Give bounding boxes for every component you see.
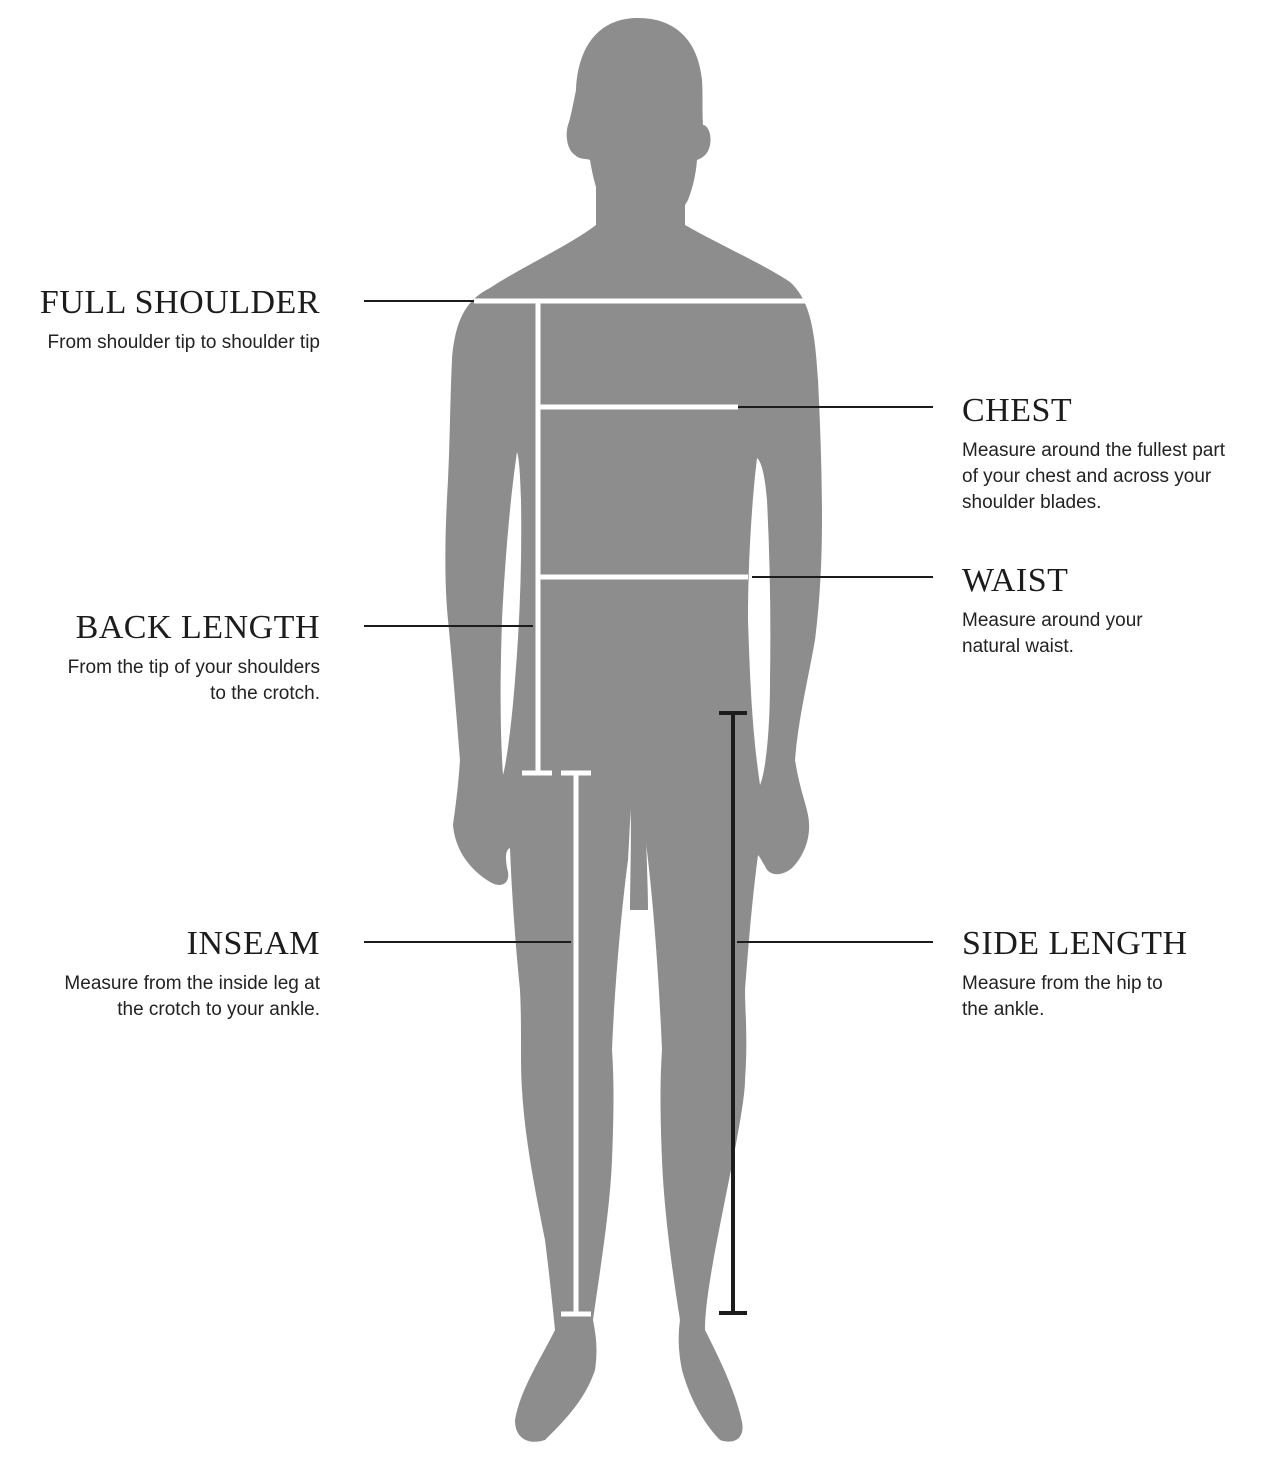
full-shoulder-desc: From shoulder tip to shoulder tip xyxy=(0,330,320,356)
neck-shape xyxy=(596,160,685,230)
inseam-label: INSEAM Measure from the inside leg at th… xyxy=(0,925,320,1023)
inseam-desc: Measure from the inside leg at the crotc… xyxy=(0,971,320,1023)
back-length-desc-line: From the tip of your shoulders xyxy=(0,655,320,681)
chest-desc-line: shoulder blades. xyxy=(962,490,1272,516)
side-length-desc-line: Measure from the hip to xyxy=(962,971,1272,997)
back-length-desc-line: to the crotch. xyxy=(0,681,320,707)
waist-desc-line: natural waist. xyxy=(962,634,1272,660)
inseam-desc-line: the crotch to your ankle. xyxy=(0,997,320,1023)
side-length-desc: Measure from the hip to the ankle. xyxy=(962,971,1272,1023)
waist-title: WAIST xyxy=(962,562,1272,600)
inseam-desc-line: Measure from the inside leg at xyxy=(0,971,320,997)
waist-desc: Measure around your natural waist. xyxy=(962,608,1272,660)
back-length-desc: From the tip of your shoulders to the cr… xyxy=(0,655,320,707)
inseam-title: INSEAM xyxy=(0,925,320,963)
chest-desc-line: Measure around the fullest part xyxy=(962,438,1272,464)
waist-desc-line: Measure around your xyxy=(962,608,1272,634)
chest-desc: Measure around the fullest part of your … xyxy=(962,438,1272,516)
full-shoulder-title: FULL SHOULDER xyxy=(0,284,320,322)
waist-label: WAIST Measure around your natural waist. xyxy=(962,562,1272,660)
chest-label: CHEST Measure around the fullest part of… xyxy=(962,392,1272,516)
full-shoulder-label: FULL SHOULDER From shoulder tip to shoul… xyxy=(0,284,320,356)
side-length-title: SIDE LENGTH xyxy=(962,925,1272,963)
full-shoulder-desc-line: From shoulder tip to shoulder tip xyxy=(0,330,320,356)
chest-desc-line: of your chest and across your xyxy=(962,464,1272,490)
crotch-gap xyxy=(630,790,648,910)
back-length-label: BACK LENGTH From the tip of your shoulde… xyxy=(0,609,320,707)
human-silhouette xyxy=(445,18,822,1442)
side-length-desc-line: the ankle. xyxy=(962,997,1272,1023)
back-length-title: BACK LENGTH xyxy=(0,609,320,647)
chest-title: CHEST xyxy=(962,392,1272,430)
side-length-label: SIDE LENGTH Measure from the hip to the … xyxy=(962,925,1272,1023)
